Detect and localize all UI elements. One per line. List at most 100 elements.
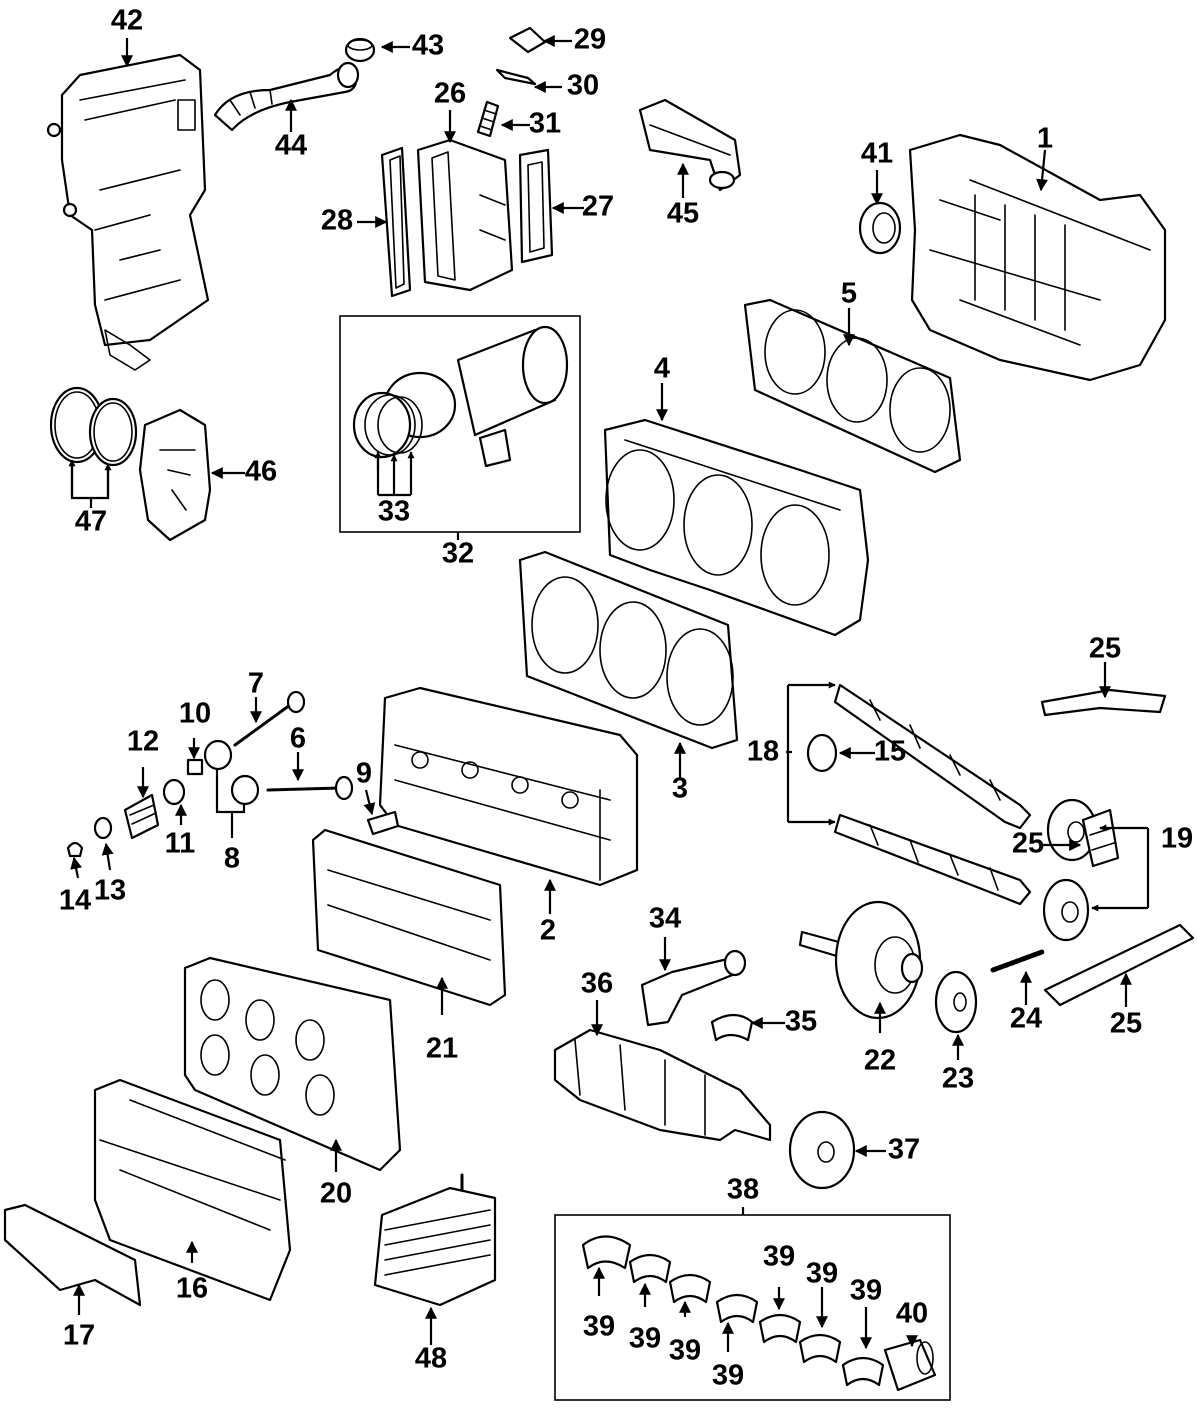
keepers-14 — [66, 841, 84, 858]
callout-29: 29 — [574, 24, 606, 56]
clip-30 — [495, 68, 537, 86]
spring-31 — [476, 100, 500, 138]
leader-lines — [68, 35, 1150, 1352]
callout-1: 1 — [1037, 123, 1053, 155]
camshaft-lower-18 — [833, 813, 1032, 906]
coolant-pipe-45 — [638, 98, 742, 192]
callout-15: 15 — [874, 736, 906, 768]
chain-guide-25c — [1043, 923, 1195, 1007]
callout-8: 8 — [224, 843, 240, 875]
callout-4: 4 — [654, 353, 670, 385]
main-bearings — [581, 1235, 885, 1387]
callout-45: 45 — [667, 198, 699, 230]
callout-19: 19 — [1161, 823, 1193, 855]
callout-27: 27 — [582, 191, 614, 223]
cup-13 — [93, 816, 113, 840]
callout-2: 2 — [540, 915, 556, 947]
callout-39-6: 39 — [806, 1258, 838, 1290]
callout-40: 40 — [896, 1298, 928, 1330]
callout-17: 17 — [63, 1320, 95, 1352]
cylinder-block-4 — [603, 418, 870, 637]
valve-cover-16 — [93, 1078, 292, 1302]
callout-39-2: 39 — [629, 1323, 661, 1355]
callout-14: 14 — [59, 885, 91, 917]
callout-3: 3 — [672, 773, 688, 805]
callout-22: 22 — [864, 1045, 896, 1077]
gasket-3 — [518, 550, 739, 750]
valve-6 — [266, 775, 354, 801]
callout-35: 35 — [785, 1006, 817, 1038]
valve-spring-12 — [123, 793, 160, 840]
callout-25-top: 25 — [1089, 633, 1121, 665]
oil-cooler-48 — [373, 1173, 497, 1307]
callout-42: 42 — [111, 5, 143, 37]
oil-tank-42 — [46, 53, 210, 371]
crankcase-1 — [908, 133, 1167, 382]
callout-28: 28 — [321, 205, 353, 237]
callout-9: 9 — [356, 758, 372, 790]
cylinder-head-2 — [378, 686, 639, 887]
gasket-28 — [380, 146, 412, 298]
thrust-bearing-40 — [883, 1338, 937, 1392]
tensioner-25b — [1081, 808, 1120, 868]
connecting-rod-34 — [640, 949, 747, 1027]
head-gasket-5 — [743, 298, 962, 474]
callout-32: 32 — [442, 538, 474, 570]
cover-26 — [416, 138, 514, 292]
callout-39-5: 39 — [763, 1241, 795, 1273]
bearing-35 — [710, 1013, 754, 1042]
callout-39-4: 39 — [712, 1360, 744, 1392]
callout-44: 44 — [275, 130, 307, 162]
crankshaft-36 — [553, 1028, 772, 1142]
cam-sprocket-19b — [1042, 878, 1090, 942]
filler-cap-43 — [344, 37, 376, 63]
callout-13: 13 — [94, 875, 126, 907]
callout-25-bottom: 25 — [1110, 1008, 1142, 1040]
callout-48: 48 — [415, 1343, 447, 1375]
seal-rings-47 — [49, 386, 138, 467]
callout-16: 16 — [176, 1273, 208, 1305]
seal-41 — [858, 201, 902, 255]
callout-39-7: 39 — [850, 1275, 882, 1307]
callout-46: 46 — [245, 456, 277, 488]
piston-assembly — [352, 325, 569, 468]
heat-shield-17 — [3, 1203, 142, 1307]
callout-31: 31 — [529, 108, 561, 140]
intermediate-shaft-22 — [798, 900, 924, 1020]
sprocket-23 — [934, 970, 978, 1034]
callout-38: 38 — [727, 1174, 759, 1206]
dowel-9 — [366, 810, 400, 836]
bearing-set-box-38 — [554, 1214, 951, 1401]
cam-bearing-15 — [806, 733, 838, 773]
callout-37: 37 — [888, 1134, 920, 1166]
callout-43: 43 — [412, 30, 444, 62]
callout-33: 33 — [378, 496, 410, 528]
callout-12: 12 — [127, 726, 159, 758]
chain-24 — [990, 949, 1045, 973]
seal-10 — [186, 758, 204, 776]
callout-20: 20 — [320, 1178, 352, 1210]
callout-21: 21 — [426, 1033, 458, 1065]
callout-11: 11 — [165, 828, 196, 860]
callout-labels: 1 2 3 4 5 6 7 8 9 10 11 12 13 14 15 16 1… — [59, 5, 1193, 1392]
valve-guide-8a — [203, 739, 233, 771]
callout-36: 36 — [581, 968, 613, 1000]
callout-24: 24 — [1010, 1003, 1042, 1035]
callout-6: 6 — [290, 723, 306, 755]
valve-guide-8b — [230, 774, 260, 806]
gasket-27 — [518, 148, 554, 264]
filler-tube-44 — [213, 61, 360, 132]
callout-39-1: 39 — [583, 1311, 615, 1343]
callout-41: 41 — [861, 138, 893, 170]
callout-34: 34 — [649, 903, 681, 935]
callout-47: 47 — [75, 506, 107, 538]
camshaft-upper-18 — [833, 683, 1032, 830]
callout-18: 18 — [747, 736, 779, 768]
callout-39-3: 39 — [669, 1335, 701, 1367]
chain-guide-25a — [1040, 688, 1167, 717]
gasket-21 — [311, 828, 507, 1007]
callout-10: 10 — [179, 698, 211, 730]
oil-pump-46 — [138, 408, 212, 542]
